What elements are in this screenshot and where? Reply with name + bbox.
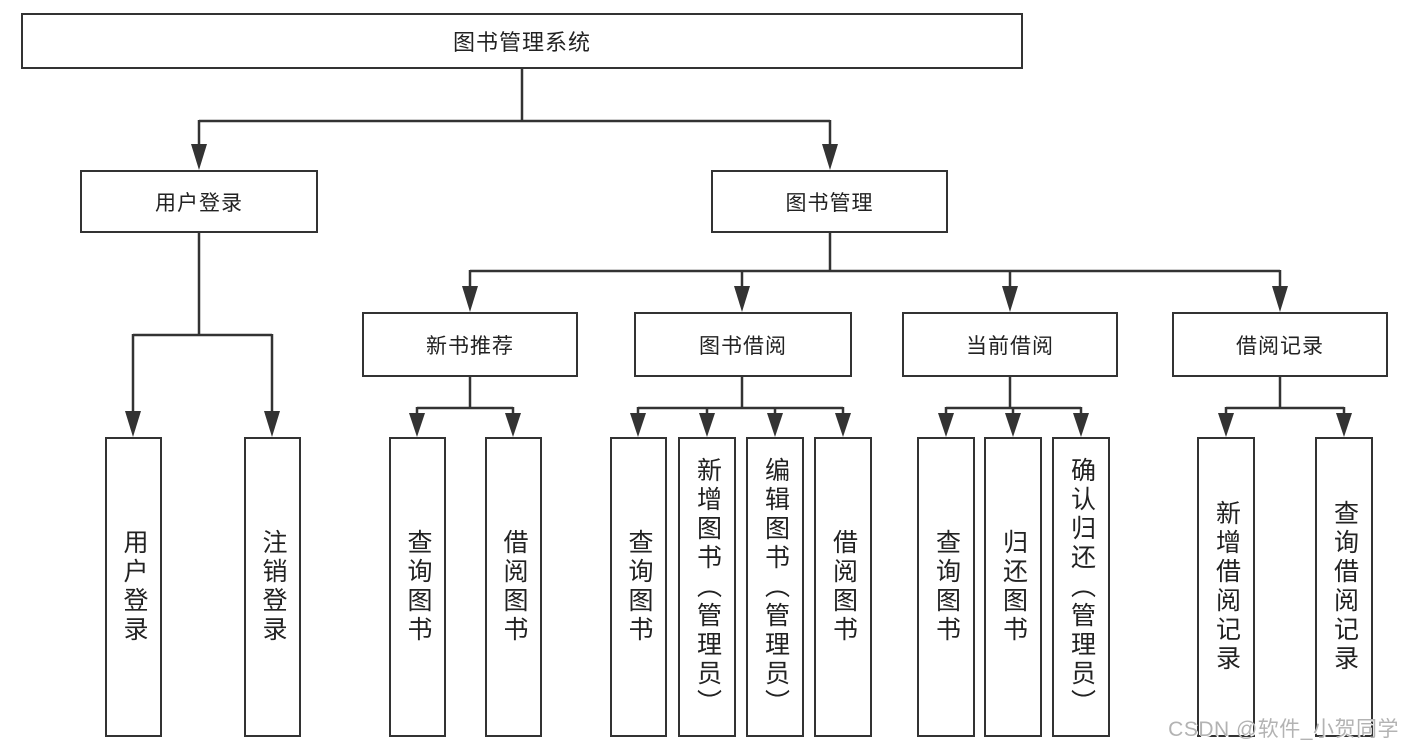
node-book-management: 图书管理 [711,170,948,233]
leaf-rec-borrow-books: 借阅图书 [485,437,542,737]
leaf-cb-return-books: 归还图书 [984,437,1042,737]
leaf-rec-query-books: 查询图书 [389,437,446,737]
leaf-br-query-record: 查询借阅记录 [1315,437,1373,737]
connector-borrow-records-to-leaves [1218,377,1352,437]
leaf-bb-borrow-books: 借阅图书 [814,437,872,737]
node-book-borrowing: 图书借阅 [634,312,852,377]
leaf-cb-query-books: 查询图书 [917,437,975,737]
connector-user-login-to-leaves [125,233,280,437]
leaf-bb-edit-books-admin: 编辑图书（管理员） [746,437,804,737]
node-new-book-recommendation: 新书推荐 [362,312,578,377]
connector-new-book-rec-to-leaves [409,377,521,437]
leaf-cb-confirm-return-admin: 确认归还（管理员） [1052,437,1110,737]
connector-root-to-level2 [191,69,838,170]
leaf-br-add-record: 新增借阅记录 [1197,437,1255,737]
connector-current-borrow-to-leaves [938,377,1089,437]
leaf-bb-add-books-admin: 新增图书（管理员） [678,437,736,737]
leaf-user-login: 用户登录 [105,437,162,737]
leaf-logout: 注销登录 [244,437,301,737]
node-user-login: 用户登录 [80,170,318,233]
node-current-borrowing: 当前借阅 [902,312,1118,377]
node-borrowing-records: 借阅记录 [1172,312,1388,377]
node-root-library-management-system: 图书管理系统 [21,13,1023,69]
connector-book-management-to-level3 [462,233,1288,312]
connector-book-borrow-to-leaves [630,377,851,437]
csdn-watermark: CSDN @软件_小贺同学 [1168,718,1399,741]
leaf-bb-query-books: 查询图书 [610,437,667,737]
